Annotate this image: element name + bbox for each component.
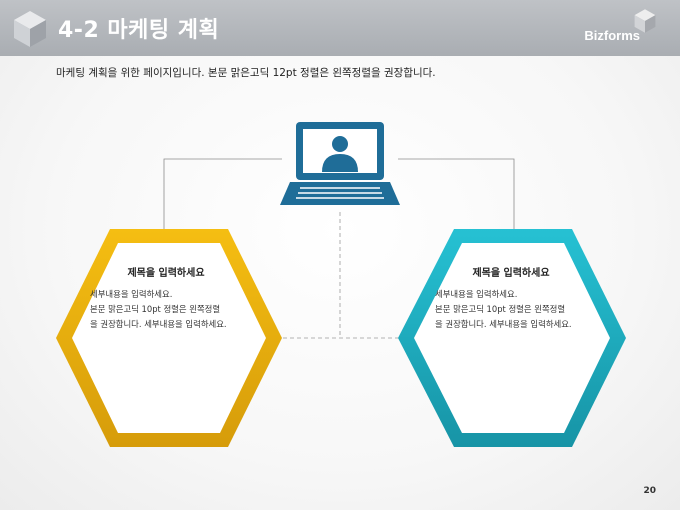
page-description: 마케팅 계획을 위한 페이지입니다. 본문 맑은고딕 12pt 정렬은 왼쪽정렬… <box>56 67 436 79</box>
hexagon-right-content: 제목을 입력하세요 세부내용을 입력하세요. 본문 맑은고딕 10pt 정렬은 … <box>435 266 615 332</box>
hexagon-right-line: 세부내용을 입력하세요. <box>435 289 518 299</box>
hexagon-right-title: 제목을 입력하세요 <box>472 268 550 279</box>
brand-logo: Bizforms <box>584 28 640 43</box>
page-title: 4-2 마케팅 계획 <box>58 18 220 43</box>
hexagon-left-line: 세부내용을 입력하세요. <box>90 289 173 299</box>
dashed-connectors <box>283 212 398 339</box>
hexagon-right <box>398 229 626 447</box>
hexagon-left-line: 을 권장합니다. 세부내용을 입력하세요. <box>90 319 227 329</box>
hexagon-left-title: 제목을 입력하세요 <box>127 268 205 279</box>
page-number: 20 <box>643 486 656 496</box>
cube-logo-icon <box>14 11 46 47</box>
cube-brand-icon <box>634 9 656 33</box>
hexagon-left-content: 제목을 입력하세요 세부내용을 입력하세요. 본문 맑은고딕 10pt 정렬은 … <box>90 266 270 332</box>
header-bar: 4-2 마케팅 계획 Bizforms <box>0 0 680 56</box>
connector-lines <box>163 158 515 232</box>
hexagon-left-line: 본문 맑은고딕 10pt 정렬은 왼쪽정렬 <box>90 304 221 314</box>
hexagon-right-line: 본문 맑은고딕 10pt 정렬은 왼쪽정렬 <box>435 304 566 314</box>
hexagon-right-line: 을 권장합니다. 세부내용을 입력하세요. <box>435 319 572 329</box>
laptop-user-icon <box>280 122 400 205</box>
hexagon-left <box>56 229 282 447</box>
